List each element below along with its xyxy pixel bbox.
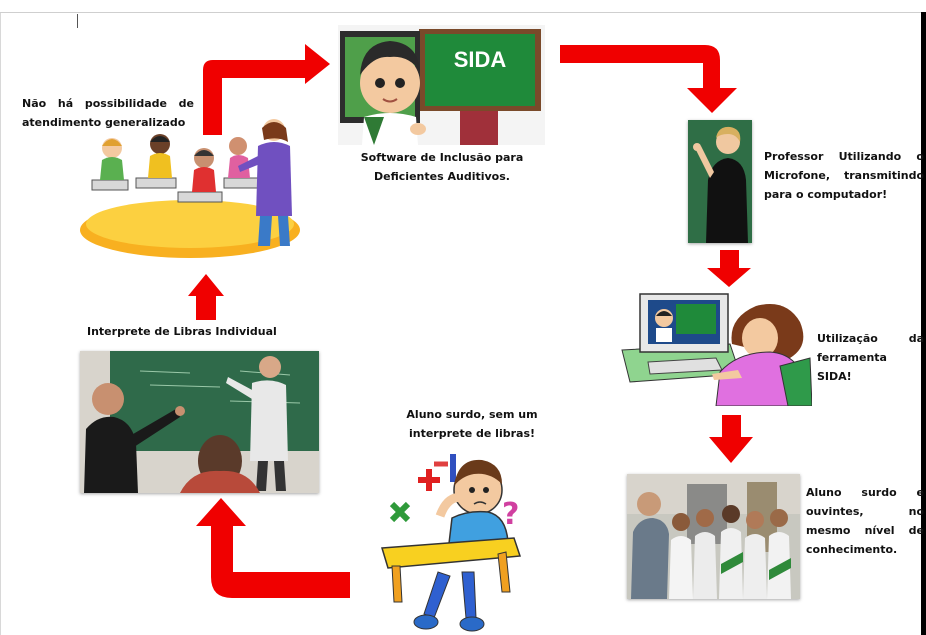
deaf-hearing-caption: Aluno surdo e ouvintes, no mesmo nível d…: [806, 483, 924, 559]
arrow-professor-to-tool: [707, 250, 751, 287]
sida-software-image: SIDA: [338, 25, 545, 145]
arrow-nointerp-to-individual: [196, 498, 350, 598]
individual-caption: Interprete de Libras Individual: [87, 325, 277, 338]
software-caption-line1: Software de Inclusão para: [360, 151, 524, 164]
student-computer-image: [620, 288, 812, 406]
general-line1: Não há possibilidade de: [22, 97, 194, 110]
software-caption: Software de Inclusão para Deficientes Au…: [338, 148, 546, 186]
arrow-general-to-software: [203, 44, 330, 135]
deaf-hearing-line2: ouvintes, no: [806, 505, 924, 518]
no-interpreter-caption: Aluno surdo, sem um interprete de libras…: [392, 405, 552, 443]
window-right-edge: [921, 12, 926, 635]
general-caption: Não há possibilidade de atendimento gene…: [22, 94, 194, 132]
sida-tool-caption: Utilização da ferramenta SIDA!: [817, 329, 924, 386]
deaf-hearing-line4: conhecimento.: [806, 543, 898, 556]
page-top-edge: [0, 12, 926, 13]
svg-text:?: ?: [502, 497, 519, 532]
deaf-hearing-line1: Aluno surdo e: [806, 486, 924, 499]
sida-board-label: SIDA: [453, 47, 507, 72]
deaf-hearing-line3: mesmo nível de: [806, 524, 924, 537]
sida-tool-line2: ferramenta SIDA!: [817, 351, 887, 383]
professor-line1: Professor Utilizando o: [764, 150, 924, 163]
individual-interpreter-image: [80, 351, 319, 493]
professor-line2: Microfone, transmitindo: [764, 169, 924, 182]
professor-line3: para o computador!: [764, 188, 888, 201]
arrow-software-to-professor: [560, 45, 737, 113]
general-line2: atendimento generalizado: [22, 116, 186, 129]
confused-student-image: ?: [378, 452, 528, 635]
students-group-image: [627, 474, 800, 599]
text-cursor: [77, 14, 78, 28]
no-interpreter-line2: interprete de libras!: [408, 427, 536, 440]
arrow-individual-to-general: [188, 274, 224, 320]
page-left-edge: [0, 12, 1, 635]
professor-caption: Professor Utilizando o Microfone, transm…: [764, 147, 924, 204]
software-caption-line2: Deficientes Auditivos.: [374, 170, 510, 183]
arrow-tool-to-students: [709, 415, 753, 463]
no-interpreter-line1: Aluno surdo, sem um: [406, 408, 538, 421]
professor-microphone-image: [688, 120, 752, 243]
classroom-image: [78, 116, 314, 262]
sida-tool-line1: Utilização da: [817, 332, 924, 345]
